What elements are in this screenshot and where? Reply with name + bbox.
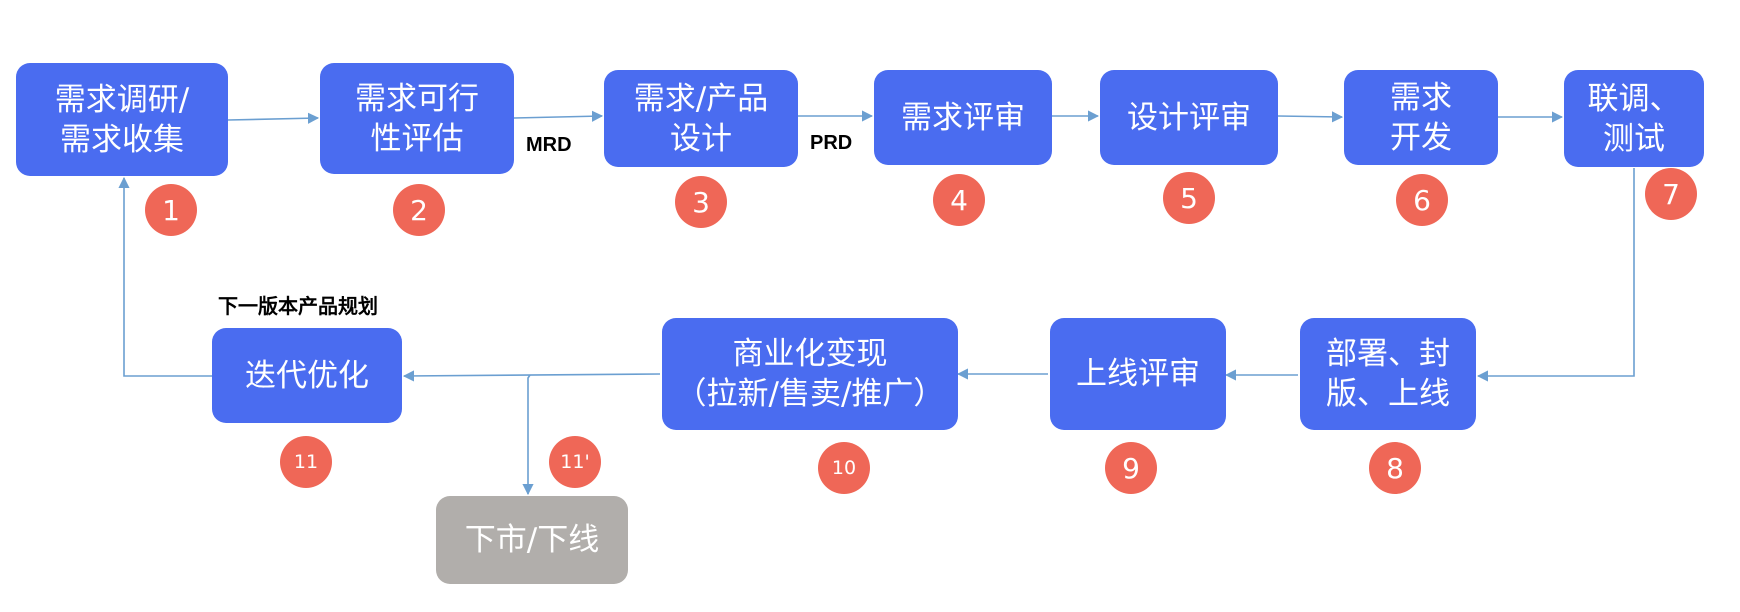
- badge-11-prime: 11': [549, 436, 601, 488]
- badge-6: 6: [1396, 174, 1448, 226]
- arrow-to-retire: [522, 374, 534, 496]
- badge-5: 5: [1163, 172, 1215, 224]
- step-11-iteration: 迭代优化: [212, 328, 402, 423]
- arrow-2-to-3: [513, 110, 604, 122]
- arrow-7-to-8: [1476, 168, 1635, 382]
- step-10-monetization: 商业化变现 （拉新/售卖/推广）: [662, 318, 958, 430]
- badge-3: 3: [675, 176, 727, 228]
- badge-9: 9: [1105, 442, 1157, 494]
- badge-11: 11: [280, 436, 332, 488]
- edge-label-next-version: 下一版本产品规划: [218, 296, 378, 318]
- badge-4: 4: [933, 174, 985, 226]
- arrow-1-to-2: [227, 112, 320, 124]
- edge-label-prd: PRD: [810, 132, 853, 154]
- step-8-deploy: 部署、封 版、上线: [1300, 318, 1476, 430]
- arrow-10-to-11: [402, 370, 661, 382]
- step-5-design-review: 设计评审: [1100, 70, 1278, 165]
- step-1-research: 需求调研/ 需求收集: [16, 63, 228, 176]
- edge-label-mrd: MRD: [526, 134, 572, 156]
- badge-1: 1: [145, 184, 197, 236]
- step-7-testing: 联调、 测试: [1564, 70, 1704, 167]
- badge-7: 7: [1645, 168, 1697, 220]
- step-2-feasibility: 需求可行 性评估: [320, 63, 514, 174]
- arrow-11-to-1: [118, 176, 212, 377]
- step-retire: 下市/下线: [436, 496, 628, 584]
- step-9-launch-review: 上线评审: [1050, 318, 1226, 430]
- step-3-design: 需求/产品 设计: [604, 70, 798, 167]
- badge-2: 2: [393, 184, 445, 236]
- step-6-development: 需求 开发: [1344, 70, 1498, 165]
- step-4-req-review: 需求评审: [874, 70, 1052, 165]
- badge-10: 10: [818, 442, 870, 494]
- badge-8: 8: [1369, 442, 1421, 494]
- arrow-5-to-6: [1277, 111, 1344, 123]
